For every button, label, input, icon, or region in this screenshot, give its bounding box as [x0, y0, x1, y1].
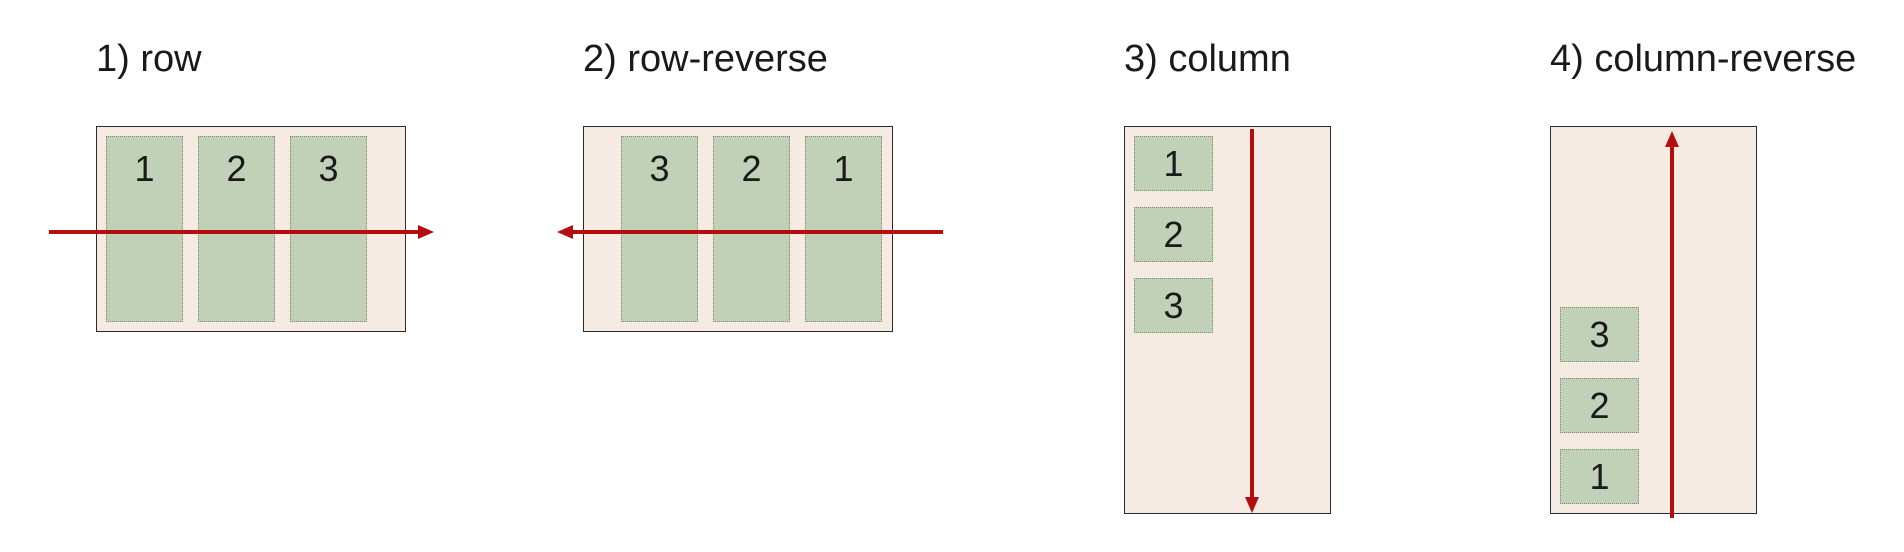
- flex-item: 2: [713, 136, 790, 322]
- flex-item: 3: [621, 136, 698, 322]
- panel-title: 4) column-reverse: [1550, 38, 1857, 80]
- flex-item: 3: [290, 136, 367, 322]
- flex-item: 2: [1560, 378, 1639, 433]
- flex-item: 3: [1560, 307, 1639, 362]
- panel-row-reverse: 2) row-reverse 3 2 1: [583, 0, 983, 552]
- flex-item: 1: [1560, 449, 1639, 504]
- flex-item: 1: [805, 136, 882, 322]
- panel-title: 1) row: [96, 38, 202, 80]
- flex-container: 1 2 3: [1124, 126, 1331, 514]
- panel-title: 3) column: [1124, 38, 1291, 80]
- flex-container: 3 2 1: [583, 126, 893, 332]
- panel-column-reverse: 4) column-reverse 3 2 1: [1550, 0, 1904, 552]
- flex-item: 2: [198, 136, 275, 322]
- panel-column: 3) column 1 2 3: [1124, 0, 1524, 552]
- flex-item: 1: [1134, 136, 1213, 191]
- flex-item: 2: [1134, 207, 1213, 262]
- flex-item: 3: [1134, 278, 1213, 333]
- flex-container: 1 2 3: [96, 126, 406, 332]
- flex-container: 3 2 1: [1550, 126, 1757, 514]
- panel-title: 2) row-reverse: [583, 38, 828, 80]
- flex-item: 1: [106, 136, 183, 322]
- panel-row: 1) row 1 2 3: [96, 0, 496, 552]
